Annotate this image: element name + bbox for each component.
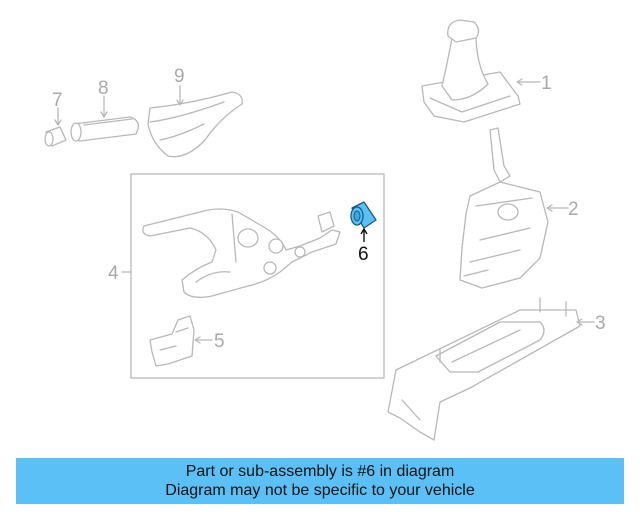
- callout-5: 5: [194, 331, 225, 352]
- part-5-bracket[interactable]: [149, 315, 195, 367]
- callout-1: 1: [516, 73, 552, 94]
- part-1-shift-knob-boot[interactable]: [421, 19, 521, 123]
- callout-3: 3: [576, 313, 606, 334]
- callout-4-label: 4: [108, 263, 119, 284]
- part-9-boot[interactable]: [147, 91, 243, 158]
- part-4-group-box: [130, 173, 385, 379]
- callout-2: 2: [546, 199, 579, 220]
- callout-2-label: 2: [568, 199, 579, 220]
- callout-7: 7: [52, 90, 63, 126]
- callout-6-label: 6: [358, 244, 369, 265]
- part-4-lever-assembly[interactable]: [142, 208, 341, 298]
- callout-9: 9: [174, 66, 185, 106]
- part-info-banner: Part or sub-assembly is #6 in diagram Di…: [16, 458, 624, 504]
- part-2-shifter-mechanism[interactable]: [459, 127, 549, 289]
- banner-line-1: Part or sub-assembly is #6 in diagram: [185, 463, 455, 480]
- callout-6: 6: [358, 227, 369, 265]
- callout-8: 8: [98, 78, 109, 118]
- callout-7-label: 7: [52, 90, 63, 111]
- part-3-console-base[interactable]: [387, 297, 581, 441]
- callout-3-label: 3: [595, 313, 606, 334]
- part-7-cap[interactable]: [44, 126, 67, 147]
- callout-8-label: 8: [98, 78, 109, 99]
- callout-1-label: 1: [541, 73, 552, 94]
- callout-5-label: 5: [214, 331, 225, 352]
- callout-4: 4: [108, 263, 132, 284]
- part-8-grip[interactable]: [70, 116, 139, 142]
- callout-9-label: 9: [174, 66, 185, 87]
- part-6-bushing[interactable]: [350, 201, 377, 229]
- banner-line-2: Diagram may not be specific to your vehi…: [165, 482, 475, 499]
